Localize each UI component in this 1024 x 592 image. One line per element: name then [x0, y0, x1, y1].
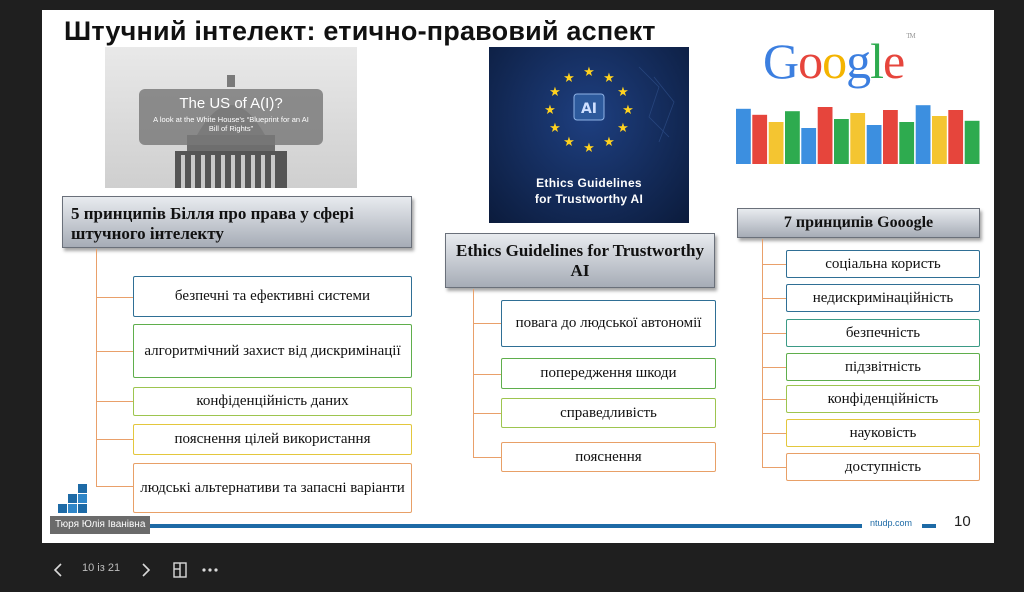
google-item: соціальна користь [786, 250, 980, 278]
university-logo-icon [58, 484, 87, 513]
footer-line [150, 524, 862, 528]
tree-connector [473, 323, 501, 324]
svg-text:★: ★ [622, 103, 634, 118]
tree-connector [96, 439, 133, 440]
tree-connector [762, 399, 786, 400]
google-item: недискримінаційність [786, 284, 980, 312]
google-bar [883, 110, 898, 164]
bill-item: людські альтернативи та запасні варіанти [133, 463, 412, 513]
google-bar [785, 111, 800, 164]
capitol-caption: The US of A(I)? A look at the White Hous… [139, 89, 323, 145]
capitol-caption-subtitle: A look at the White House's “Blueprint f… [153, 115, 309, 133]
google-bar [736, 108, 751, 164]
google-bar [932, 116, 947, 164]
ethics-guidelines-heading: Ethics Guidelines for Trustworthy AI [445, 233, 715, 288]
google-bar [899, 122, 915, 164]
ethics-item: попередження шкоди [501, 358, 716, 389]
bill-of-rights-heading-text: 5 принципів Білля про права у сфері штуч… [71, 204, 354, 243]
svg-text:★: ★ [549, 85, 561, 100]
tree-connector [96, 401, 133, 402]
footer-dash [922, 524, 936, 528]
ethics-guidelines-heading-text: Ethics Guidelines for Trustworthy AI [456, 241, 704, 280]
eu-stars-graphic: ★★★ ★★★ ★★★ ★★★ AI [544, 65, 675, 156]
eu-caption-line2: for Trustworthy AI [534, 192, 644, 206]
tree-connector [473, 374, 501, 375]
presenter-name: Тюря Юлія Іванівна [50, 516, 151, 534]
slide-page-number: 10 [954, 513, 971, 530]
bill-item: пояснення цілей використання [133, 424, 412, 455]
google-item: безпечність [786, 319, 980, 347]
bill-item: конфіденційність даних [133, 387, 412, 416]
svg-text:★: ★ [617, 121, 629, 136]
slide-title: Штучний інтелект: етично-правовий аспект [64, 16, 656, 46]
ethics-item: повага до людської автономії [501, 300, 716, 347]
svg-text:★: ★ [549, 121, 561, 136]
tree-connector [96, 486, 133, 487]
google-bar [768, 122, 784, 164]
capitol-image: The US of A(I)? A look at the White Hous… [105, 47, 357, 188]
tree-connector [762, 239, 763, 467]
tree-connector [473, 457, 501, 458]
google-item: доступність [786, 453, 980, 481]
footer-url: ntudp.com [870, 518, 913, 528]
google-logo-letters: Google [763, 33, 905, 89]
google-bar [964, 120, 980, 164]
svg-text:★: ★ [563, 135, 575, 150]
google-item: підзвітність [786, 353, 980, 381]
svg-text:★: ★ [544, 103, 556, 118]
chevron-right-icon[interactable] [134, 558, 158, 582]
tree-connector [762, 367, 786, 368]
google-bar [817, 107, 833, 164]
viewer-toolbar: 10 із 21 [0, 550, 1024, 592]
google-bar [915, 105, 931, 164]
google-bar [801, 128, 817, 164]
bill-item: безпечні та ефективні системи [133, 276, 412, 317]
svg-text:★: ★ [603, 71, 615, 86]
capitol-caption-title: The US of A(I)? [179, 95, 283, 112]
tree-connector [96, 249, 97, 486]
eu-ethics-image: ★★★ ★★★ ★★★ ★★★ AI Ethics Guidelines for… [489, 47, 689, 223]
google-item: конфіденційність [786, 385, 980, 413]
ethics-item: пояснення [501, 442, 716, 472]
tree-connector [96, 351, 133, 352]
svg-text:★: ★ [603, 135, 615, 150]
bill-of-rights-heading: 5 принципів Білля про права у сфері штуч… [62, 196, 412, 248]
tree-connector [762, 298, 786, 299]
google-color-bars [736, 105, 980, 164]
page-indicator: 10 із 21 [82, 562, 121, 574]
tree-connector [762, 433, 786, 434]
google-bar [850, 113, 866, 164]
tree-connector [473, 289, 474, 457]
svg-text:★: ★ [583, 141, 595, 156]
google-bar [834, 119, 849, 164]
chevron-left-icon[interactable] [46, 558, 70, 582]
ethics-item: справедливість [501, 398, 716, 428]
presentation-slide: Штучний інтелект: етично-правовий аспект… [42, 10, 994, 543]
eu-badge-text: AI [581, 101, 597, 117]
google-principles-heading-text: 7 принципів Gooogle [783, 214, 934, 231]
google-item: науковість [786, 419, 980, 447]
google-bar [948, 110, 964, 164]
tree-connector [96, 297, 133, 298]
eu-caption-line1: Ethics Guidelines [536, 176, 642, 190]
tree-connector [762, 333, 786, 334]
layout-icon[interactable] [168, 558, 192, 582]
tree-connector [762, 467, 786, 468]
google-bar [866, 125, 882, 164]
google-bar [752, 114, 768, 164]
google-principles-heading: 7 принципів Gooogle [737, 208, 980, 238]
tree-connector [473, 413, 501, 414]
svg-text:★: ★ [583, 65, 595, 80]
bill-item: алгоритмічний захист від дискримінації [133, 324, 412, 378]
tree-connector [762, 264, 786, 265]
svg-text:★: ★ [617, 85, 629, 100]
eu-image-caption: Ethics Guidelines for Trustworthy AI [489, 175, 689, 207]
more-horizontal-icon[interactable] [198, 558, 222, 582]
svg-text:★: ★ [563, 71, 575, 86]
